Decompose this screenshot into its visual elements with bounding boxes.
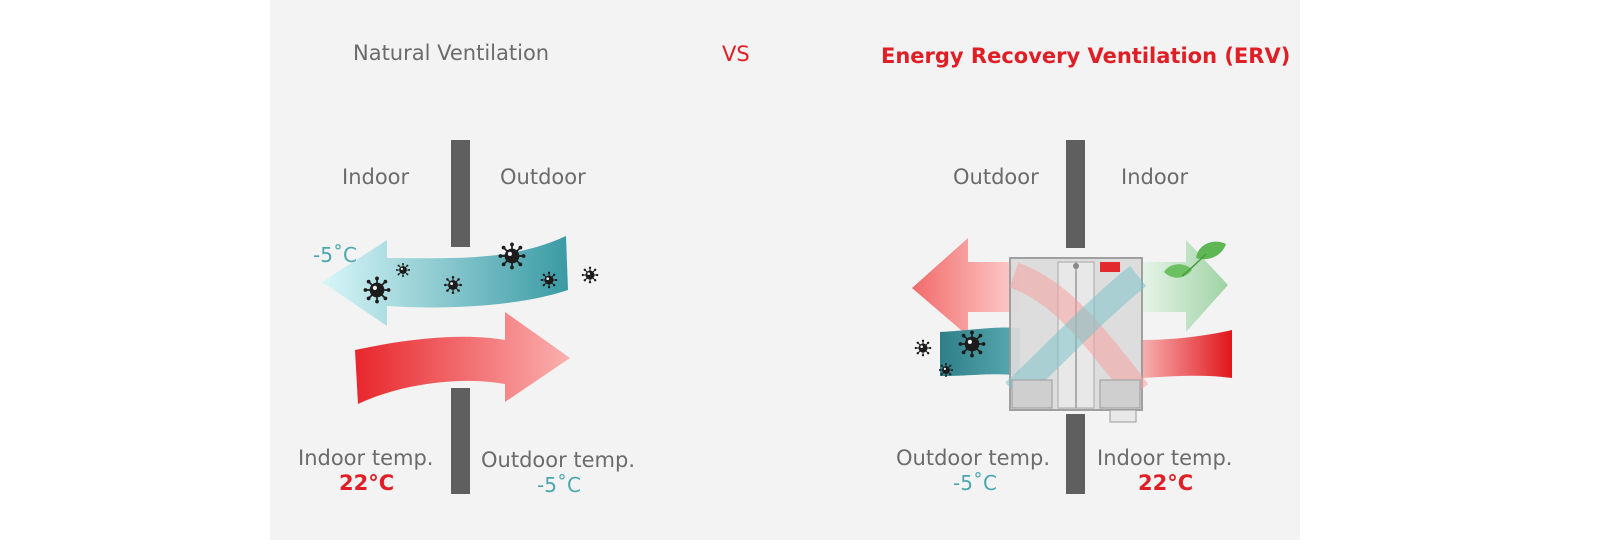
right-indoor-temp-label: Indoor temp. bbox=[1097, 446, 1233, 470]
virus-icon bbox=[914, 339, 932, 357]
right-outdoor-label: Outdoor bbox=[953, 165, 1039, 189]
wall-right-top bbox=[1066, 140, 1085, 248]
virus-icon bbox=[581, 266, 599, 284]
left-indoor-label: Indoor bbox=[342, 165, 410, 189]
right-outdoor-temp-value: -5˚C bbox=[953, 471, 997, 495]
left-outdoor-temp-label: Outdoor temp. bbox=[481, 448, 636, 472]
left-title: Natural Ventilation bbox=[353, 41, 550, 65]
exhaust-air-arrow bbox=[912, 238, 1020, 336]
left-outdoor-temp-value: -5˚C bbox=[537, 473, 581, 497]
left-indoor-temp-value: 22°C bbox=[339, 471, 395, 495]
virus-icon bbox=[362, 275, 392, 305]
wall-left-top bbox=[451, 140, 470, 247]
right-outdoor-temp-label: Outdoor temp. bbox=[896, 446, 1051, 470]
erv-unit-icon bbox=[1005, 257, 1149, 423]
virus-icon bbox=[540, 271, 558, 289]
virus-icon bbox=[938, 362, 954, 378]
virus-icon bbox=[957, 329, 987, 359]
leaf-icon bbox=[1164, 241, 1226, 278]
cold-air-temp: -5˚C bbox=[313, 243, 357, 267]
fresh-air-arrow bbox=[1140, 240, 1228, 332]
right-title: Energy Recovery Ventilation (ERV) bbox=[881, 44, 1291, 68]
indoor-return-arrow bbox=[1140, 330, 1232, 378]
left-indoor-temp-label: Indoor temp. bbox=[298, 446, 434, 470]
warm-air-arrow bbox=[355, 312, 570, 404]
virus-icon bbox=[395, 262, 411, 278]
virus-icon bbox=[497, 241, 527, 271]
virus-icon bbox=[443, 275, 463, 295]
vs-label: VS bbox=[722, 42, 750, 66]
right-indoor-temp-value: 22°C bbox=[1138, 471, 1194, 495]
left-outdoor-label: Outdoor bbox=[500, 165, 586, 189]
right-indoor-label: Indoor bbox=[1121, 165, 1189, 189]
wall-left-bottom bbox=[451, 388, 470, 494]
wall-right-bottom bbox=[1066, 414, 1085, 494]
cold-air-arrow bbox=[322, 236, 568, 326]
